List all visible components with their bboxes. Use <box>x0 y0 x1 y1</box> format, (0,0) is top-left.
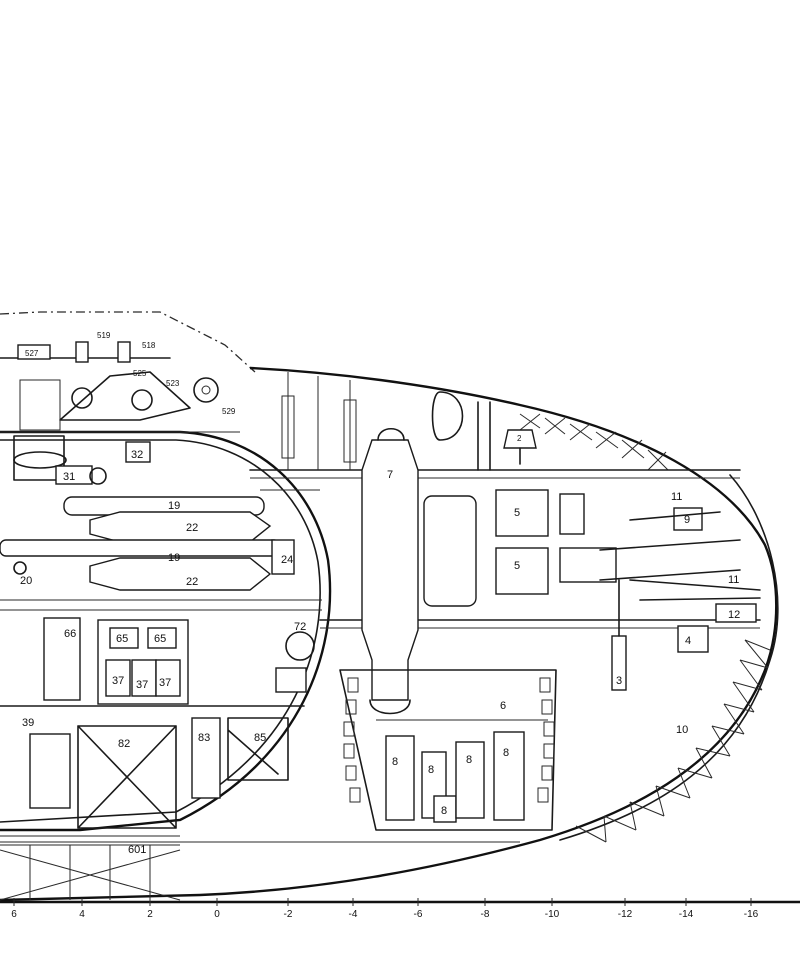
label-525: 525 <box>133 369 147 378</box>
label-10: 10 <box>676 724 688 736</box>
lower-compartments <box>0 617 315 901</box>
label-8: 8 <box>466 754 472 766</box>
pressure-hull <box>0 430 332 832</box>
label-11: 11 <box>728 574 739 586</box>
label-8: 8 <box>428 764 434 776</box>
callout-labels: 519 518 527 525 523 529 32 31 19 22 19 2… <box>20 331 740 856</box>
battery-hold <box>339 669 557 831</box>
label-7: 7 <box>387 469 393 481</box>
label-19: 19 <box>168 500 180 512</box>
scale-tick: 4 <box>79 909 85 920</box>
label-65: 65 <box>154 633 166 645</box>
label-24: 24 <box>281 554 293 566</box>
label-85: 85 <box>254 732 266 744</box>
central-frames <box>249 372 761 715</box>
scale-tick: 6 <box>11 909 17 920</box>
label-6: 6 <box>500 700 506 712</box>
label-37: 37 <box>112 675 124 687</box>
label-3: 3 <box>616 675 622 687</box>
torpedo-tubes <box>0 489 320 591</box>
label-4: 4 <box>685 635 691 647</box>
scale-tick: -14 <box>679 909 694 920</box>
label-65: 65 <box>116 633 128 645</box>
label-32: 32 <box>131 449 143 461</box>
label-8: 8 <box>392 756 398 768</box>
baseline-scale: 6 4 2 0 -2 -4 -6 -8 -10 -12 -14 -16 <box>0 841 800 920</box>
label-5: 5 <box>514 560 520 572</box>
label-22: 22 <box>186 522 198 534</box>
label-518: 518 <box>142 341 156 350</box>
scale-tick: 2 <box>147 909 153 920</box>
label-82: 82 <box>118 738 130 750</box>
deck-machinery <box>0 341 240 485</box>
label-66: 66 <box>64 628 76 640</box>
scale-tick: -16 <box>744 909 759 920</box>
label-5: 5 <box>514 507 520 519</box>
label-519: 519 <box>97 331 111 340</box>
label-8: 8 <box>441 805 447 817</box>
label-529: 529 <box>222 407 236 416</box>
label-31: 31 <box>63 471 75 483</box>
scale-tick: -10 <box>545 909 560 920</box>
label-22: 22 <box>186 576 198 588</box>
label-83: 83 <box>198 732 210 744</box>
label-37: 37 <box>136 679 148 691</box>
label-601: 601 <box>128 844 146 856</box>
scale-tick: -8 <box>481 909 490 920</box>
hull-outline <box>0 311 779 902</box>
scale-tick: -12 <box>618 909 633 920</box>
label-12: 12 <box>728 609 740 621</box>
label-527: 527 <box>25 349 39 358</box>
scale-tick: -6 <box>414 909 423 920</box>
scale-tick: -2 <box>284 909 293 920</box>
label-72: 72 <box>294 621 306 633</box>
label-19: 19 <box>168 552 180 564</box>
scale-tick: -4 <box>349 909 358 920</box>
label-37: 37 <box>159 677 171 689</box>
label-20: 20 <box>20 575 32 587</box>
scale-tick: 0 <box>214 909 220 920</box>
label-9: 9 <box>684 514 690 526</box>
label-523: 523 <box>166 379 180 388</box>
label-39: 39 <box>22 717 34 729</box>
label-2: 2 <box>517 434 522 443</box>
label-8: 8 <box>503 747 509 759</box>
label-11: 11 <box>671 491 682 503</box>
